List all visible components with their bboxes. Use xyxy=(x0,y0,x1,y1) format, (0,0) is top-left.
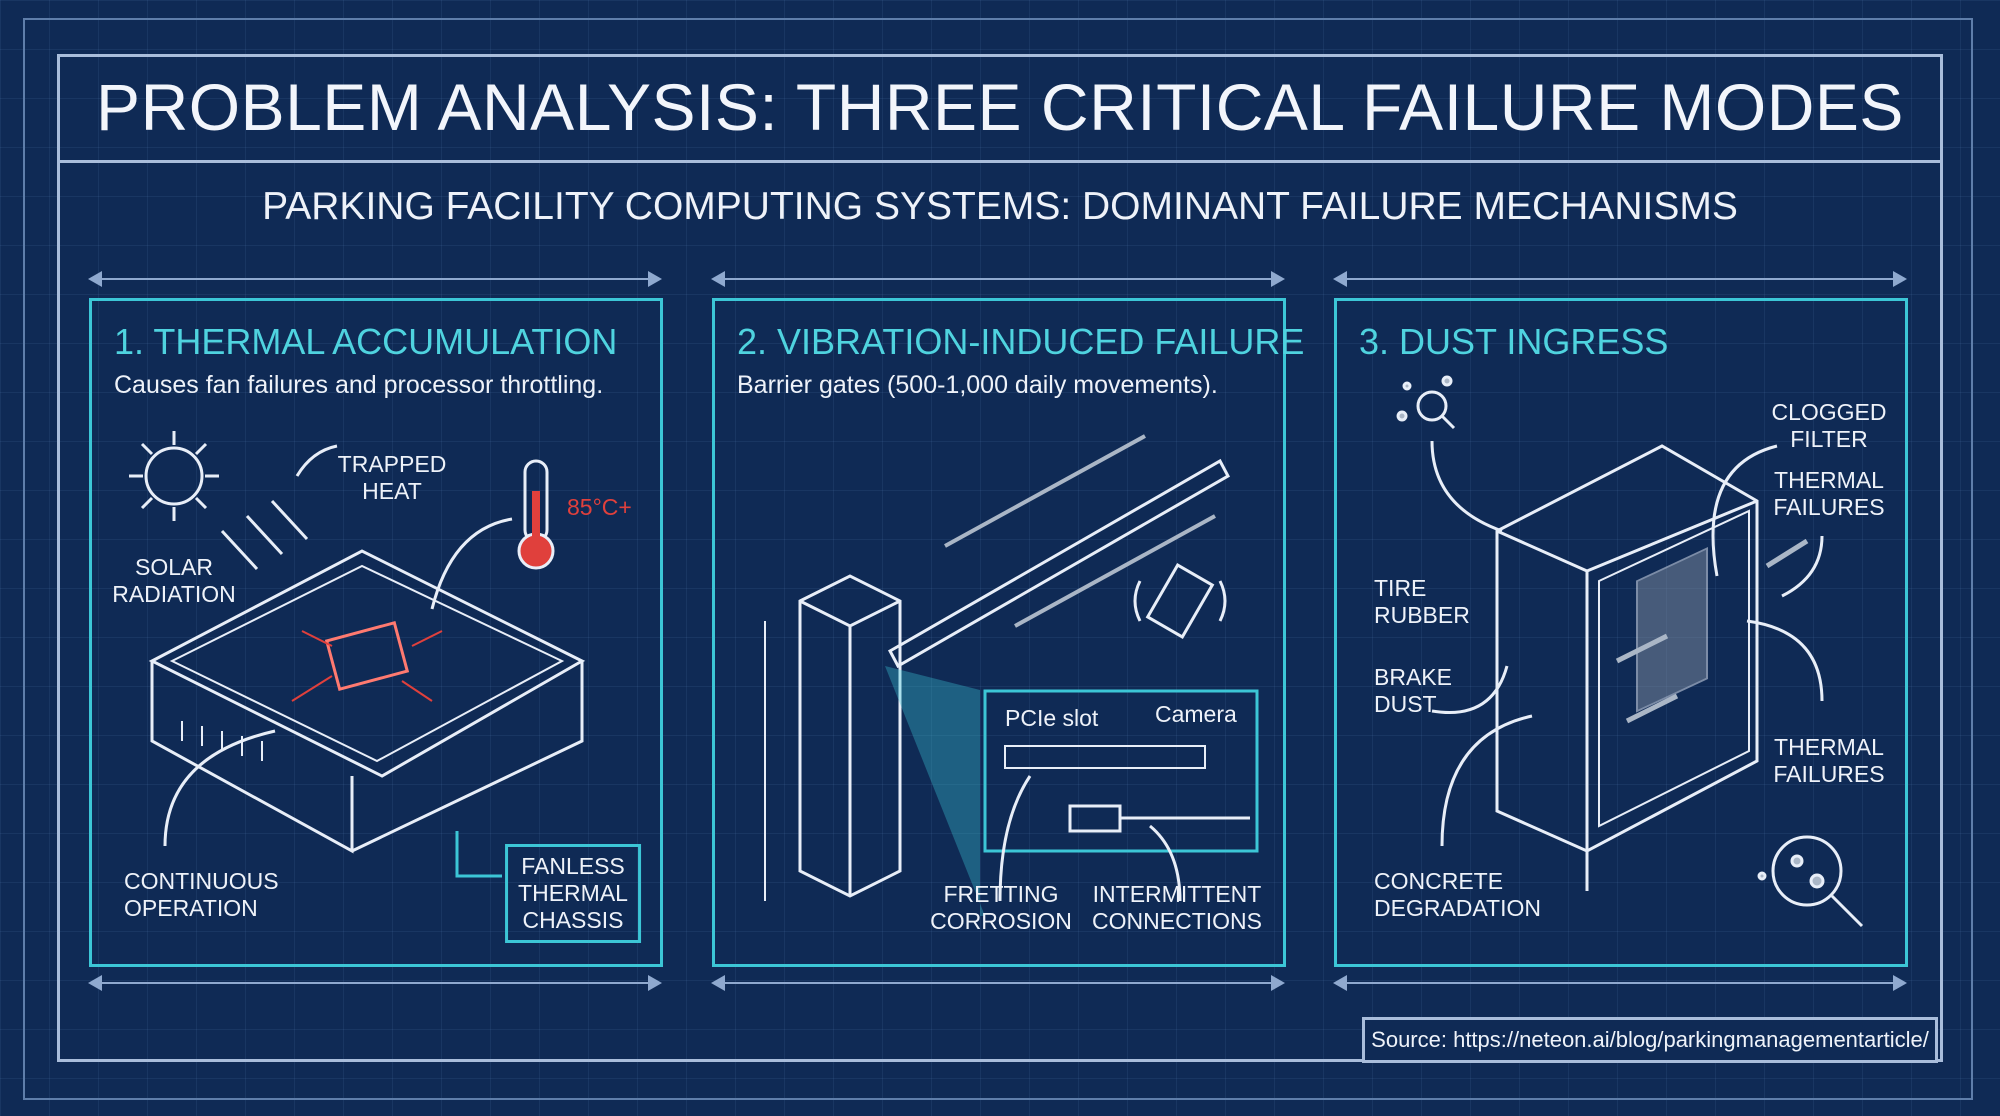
panel-title: 3. DUST INGRESS xyxy=(1359,321,1669,362)
label-clogged-filter: CLOGGED FILTER xyxy=(1771,399,1887,452)
tire-rubber-arrow xyxy=(1430,440,1503,533)
concrete-arrow xyxy=(1440,714,1533,847)
title-box xyxy=(57,54,1943,163)
magnifier-particles-icon xyxy=(1757,835,1864,928)
label-pcie-slot: PCIe slot xyxy=(1005,705,1099,731)
enclosure-illustration xyxy=(1396,375,1864,928)
heat-arrow xyxy=(430,517,513,610)
page-title: PROBLEM ANALYSIS: THREE CRITICAL FAILURE… xyxy=(96,70,1904,144)
label-fanless-thermal-chassis: FANLESS THERMAL CHASSIS xyxy=(505,844,641,943)
intermittent-arrow xyxy=(1149,824,1182,902)
label-solar-radiation: SOLAR RADIATION xyxy=(112,554,236,607)
label-camera: Camera xyxy=(1155,701,1237,727)
panel-subtitle: Barrier gates (500-1,000 daily movements… xyxy=(737,371,1218,399)
panel-vibration-induced-failure: 2. VIBRATION-INDUCED FAILURE Barrier gat… xyxy=(712,298,1304,967)
brake-dust-arrow xyxy=(1431,665,1509,714)
thermal-arrow xyxy=(1746,619,1824,702)
source-citation: Source: https://neteon.ai/blog/parkingma… xyxy=(1362,1017,1938,1063)
dimension-line xyxy=(88,271,662,287)
magnifier-dust-icon xyxy=(1396,375,1456,430)
dimension-line xyxy=(711,271,1285,287)
outer-frame xyxy=(23,18,1973,1100)
fretting-arrow xyxy=(998,775,1032,902)
chassis-outline xyxy=(148,549,586,854)
zoom-callout xyxy=(885,666,985,916)
thermometer-icon xyxy=(517,459,555,570)
label-continuous-operation: CONTINUOUS OPERATION xyxy=(124,868,279,921)
label-brake-dust: BRAKE DUST xyxy=(1374,664,1452,717)
fanless-pointer xyxy=(455,831,502,878)
label-intermittent-connections: INTERMITTENT CONNECTIONS xyxy=(1092,881,1262,934)
clogged-filter-arrow xyxy=(1711,444,1778,577)
label-trapped-heat: TRAPPED HEAT xyxy=(337,451,447,504)
inset-box xyxy=(983,689,1259,853)
label-tire-rubber: TIRE RUBBER xyxy=(1374,575,1470,628)
content-frame xyxy=(57,159,1943,1062)
pcie-slot-icon xyxy=(1004,745,1206,769)
processor-chip xyxy=(291,620,443,702)
vent-slots xyxy=(181,721,263,761)
page-subtitle: PARKING FACILITY COMPUTING SYSTEMS: DOMI… xyxy=(262,185,1738,228)
dimension-line xyxy=(1333,271,1907,287)
airflow-arrows xyxy=(1615,538,1809,724)
barrier-gate-cabinet xyxy=(798,574,902,898)
label-thermal-failures: THERMAL FAILURES xyxy=(1773,467,1885,520)
dimension-line xyxy=(1333,975,1907,991)
fanless-pc-illustration xyxy=(129,431,586,878)
panel-dust-ingress: 3. DUST INGRESS CLOGGED FILTER THERMAL F… xyxy=(1334,298,1908,967)
label-temperature: 85°C+ xyxy=(567,494,632,520)
sun-icon xyxy=(129,431,219,521)
panel-thermal-accumulation: 1. THERMAL ACCUMULATION Causes fan failu… xyxy=(89,298,663,967)
label-thermal-failures: THERMAL FAILURES xyxy=(1773,734,1885,787)
continuous-operation-arrow xyxy=(163,729,276,847)
label-fretting-corrosion: FRETTING CORROSION xyxy=(930,881,1072,934)
vibrating-component-icon xyxy=(1133,562,1227,640)
dimension-line xyxy=(711,975,1285,991)
camera-connector-icon xyxy=(1068,804,1250,833)
panel-title: 1. THERMAL ACCUMULATION xyxy=(114,321,618,362)
clogged-filter-icon xyxy=(1636,546,1708,713)
motion-arrow xyxy=(1014,514,1216,628)
motion-arrow xyxy=(944,434,1146,548)
dimension-line xyxy=(88,975,662,991)
thermal-arrow xyxy=(1781,535,1824,598)
barrier-gate-illustration xyxy=(764,434,1259,916)
solar-arrows xyxy=(220,499,309,571)
panel-title: 2. VIBRATION-INDUCED FAILURE xyxy=(737,321,1305,362)
trapped-heat-arrow xyxy=(295,444,338,477)
panel-subtitle: Causes fan failures and processor thrott… xyxy=(114,371,604,399)
label-concrete-degradation: CONCRETE DEGRADATION xyxy=(1374,868,1541,921)
barrier-arm xyxy=(887,458,1231,669)
enclosure-box xyxy=(1495,444,1759,891)
